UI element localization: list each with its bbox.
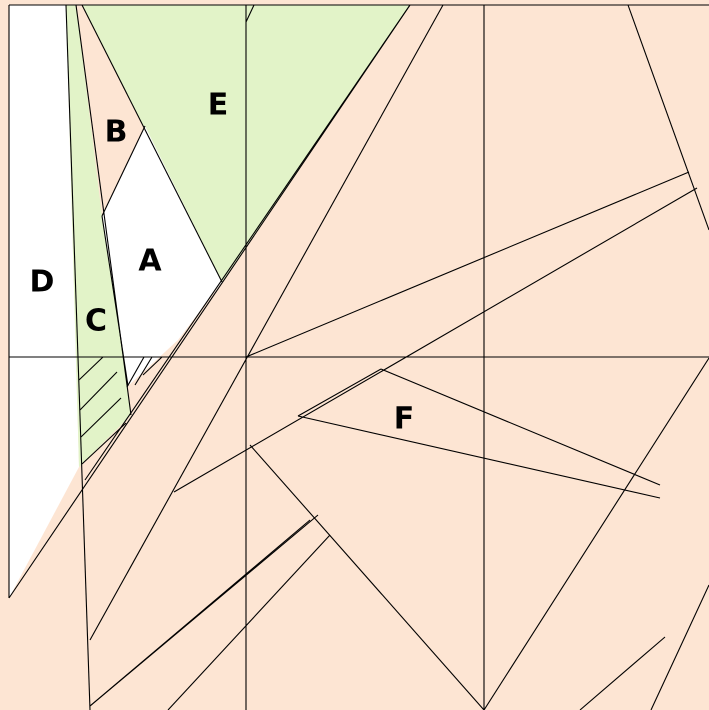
region-label-b: B (105, 115, 128, 150)
region-label-c: C (85, 304, 107, 339)
region-label-d: D (30, 265, 55, 300)
region-label-e: E (208, 88, 229, 123)
region-label-f: F (394, 402, 415, 437)
region-label-a: A (138, 244, 162, 279)
